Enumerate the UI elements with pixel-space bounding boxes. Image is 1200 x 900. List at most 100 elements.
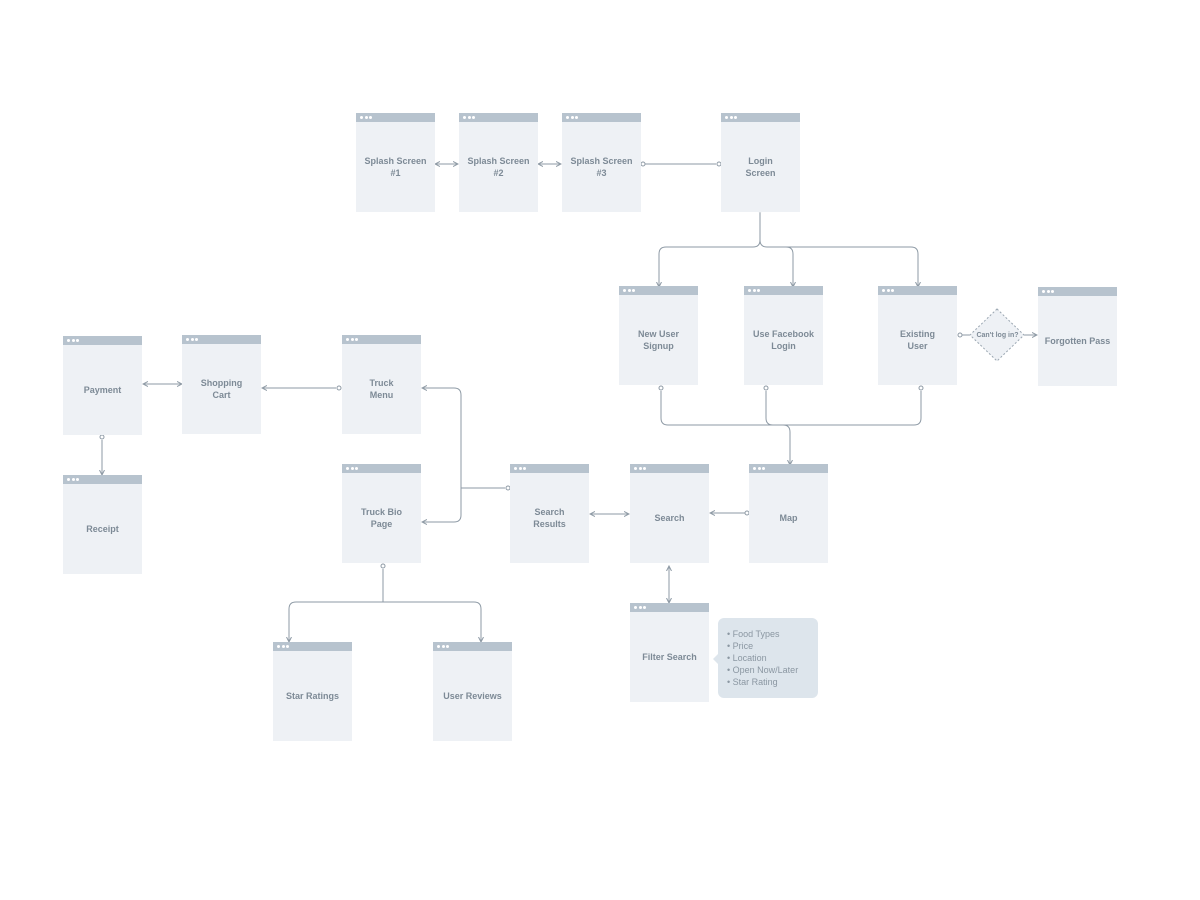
node-search-results[interactable]: Search Results — [510, 464, 589, 563]
filter-options-note: • Food Types • Price • Location • Open N… — [713, 618, 818, 698]
window-dots-icon — [360, 116, 372, 119]
window-title-bar — [342, 335, 421, 344]
node-label: Splash Screen #2 — [467, 156, 530, 178]
filter-options-list: • Food Types • Price • Location • Open N… — [727, 628, 818, 688]
window-title-bar — [182, 335, 261, 344]
window-title-bar — [433, 642, 512, 651]
node-splash-screen-2[interactable]: Splash Screen #2 — [459, 113, 538, 212]
window-title-bar — [744, 286, 823, 295]
window-title-bar — [356, 113, 435, 122]
window-title-bar — [1038, 287, 1117, 296]
window-dots-icon — [346, 338, 358, 341]
connector-login-branches — [759, 213, 919, 287]
window-dots-icon — [748, 289, 760, 292]
connector-trunk-menu — [422, 388, 462, 488]
window-title-bar — [63, 336, 142, 345]
window-dots-icon — [634, 606, 646, 609]
window-dots-icon — [67, 339, 79, 342]
window-dots-icon — [346, 467, 358, 470]
connector-facebook-merge — [765, 391, 790, 426]
connector-endpoint — [763, 385, 769, 391]
node-truck-bio-page[interactable]: Truck Bio Page — [342, 464, 421, 563]
node-label: Receipt — [86, 524, 119, 534]
connector-bio-reviews — [383, 601, 481, 642]
window-dots-icon — [634, 467, 646, 470]
filter-option: • Price — [727, 641, 754, 651]
window-dots-icon — [437, 645, 449, 648]
connector-newuser-merge — [660, 391, 922, 426]
window-title-bar — [878, 286, 957, 295]
window-title-bar — [630, 464, 709, 473]
window-title-bar — [619, 286, 698, 295]
node-label: Search — [654, 513, 685, 523]
window-dots-icon — [623, 289, 635, 292]
node-splash-screen-3[interactable]: Splash Screen #3 — [562, 113, 641, 212]
node-label: Filter Search — [642, 652, 697, 662]
node-star-ratings[interactable]: Star Ratings — [273, 642, 352, 741]
connector-endpoint — [640, 161, 646, 167]
node-label: Forgotten Pass — [1044, 336, 1111, 346]
connector-trunk-bio — [422, 488, 462, 522]
node-payment[interactable]: Payment — [63, 336, 142, 435]
filter-option: • Star Rating — [727, 677, 778, 687]
node-label: User Reviews — [443, 691, 502, 701]
decision-diamond — [969, 308, 1025, 362]
node-label: Splash Screen #3 — [570, 156, 633, 178]
window-dots-icon — [882, 289, 894, 292]
node-truck-menu[interactable]: Truck Menu — [342, 335, 421, 434]
node-label: Truck Bio Page — [360, 507, 402, 529]
node-login-screen[interactable]: Login Screen — [721, 113, 800, 212]
node-filter-search[interactable]: Filter Search — [630, 603, 709, 702]
connector-branch-newuser — [659, 239, 761, 287]
node-label: Payment — [83, 385, 122, 395]
window-dots-icon — [186, 338, 198, 341]
node-label: Login Screen — [745, 156, 776, 178]
node-label: Truck Menu — [369, 378, 394, 400]
window-title-bar — [721, 113, 800, 122]
node-search[interactable]: Search — [630, 464, 709, 563]
node-user-reviews[interactable]: User Reviews — [433, 642, 512, 741]
node-forgotten-pass[interactable]: Forgotten Pass — [1038, 287, 1117, 386]
window-dots-icon — [463, 116, 475, 119]
filter-option: • Location — [727, 653, 767, 663]
window-dots-icon — [753, 467, 765, 470]
node-label: Map — [779, 513, 798, 523]
window-dots-icon — [725, 116, 737, 119]
window-title-bar — [562, 113, 641, 122]
window-dots-icon — [566, 116, 578, 119]
connector-merge-map — [782, 424, 790, 465]
connector-endpoint — [658, 385, 664, 391]
connector-endpoint — [957, 332, 963, 338]
node-splash-screen-1[interactable]: Splash Screen #1 — [356, 113, 435, 212]
node-existing-user[interactable]: Existing User — [878, 286, 957, 385]
filter-option: • Food Types — [727, 629, 780, 639]
filter-option: • Open Now/Later — [727, 665, 799, 675]
connector-branch-facebook — [785, 246, 793, 287]
window-title-bar — [63, 475, 142, 484]
node-label: New User Signup — [637, 329, 680, 351]
window-title-bar — [630, 603, 709, 612]
window-title-bar — [273, 642, 352, 651]
node-receipt[interactable]: Receipt — [63, 475, 142, 574]
node-new-user-signup[interactable]: New User Signup — [619, 286, 698, 385]
node-label: Splash Screen #1 — [364, 156, 427, 178]
node-shopping-cart[interactable]: Shopping Cart — [182, 335, 261, 434]
window-title-bar — [459, 113, 538, 122]
connector-endpoint — [99, 434, 105, 440]
node-label: Shopping Cart — [200, 378, 243, 400]
connector-endpoint — [380, 563, 386, 569]
node-label: Search Results — [533, 507, 566, 529]
connector-endpoint — [918, 385, 924, 391]
node-label: Use Facebook Login — [752, 329, 815, 351]
connector-endpoint — [336, 385, 342, 391]
window-dots-icon — [514, 467, 526, 470]
decision-label: Can't log in? — [976, 331, 1019, 339]
window-title-bar — [342, 464, 421, 473]
node-label: Star Ratings — [285, 691, 339, 701]
connector-bio-ratings — [289, 601, 383, 642]
window-dots-icon — [1042, 290, 1054, 293]
node-facebook-login[interactable]: Use Facebook Login — [744, 286, 823, 385]
node-map[interactable]: Map — [749, 464, 828, 563]
node-label: Existing User — [899, 329, 935, 351]
